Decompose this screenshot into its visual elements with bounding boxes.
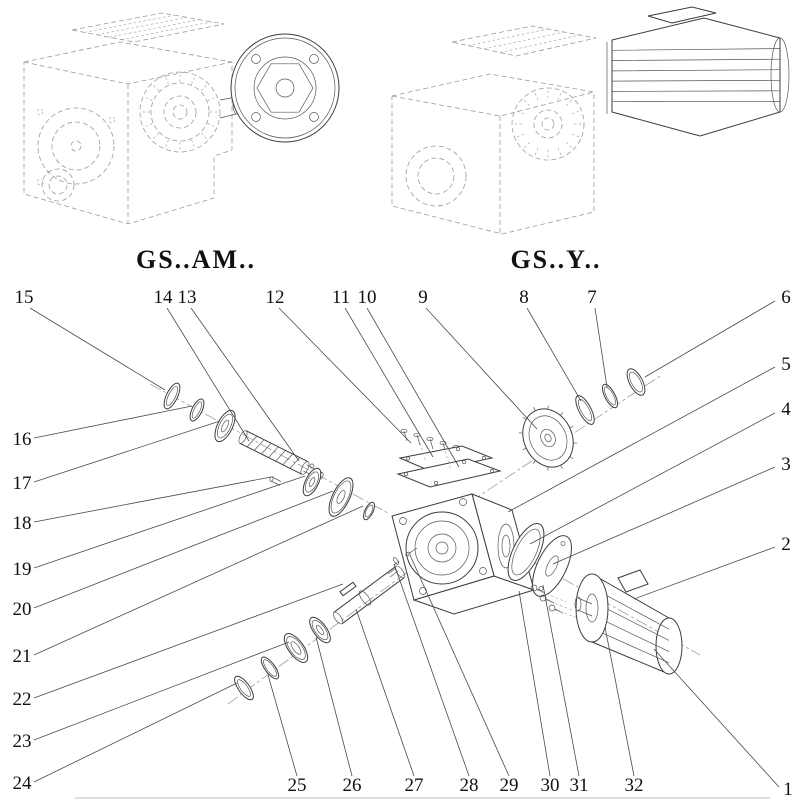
callout-27: 27 (405, 775, 424, 796)
part-snap-ring-25 (260, 656, 280, 680)
part-screws-12 (400, 428, 460, 458)
callout-13: 13 (178, 287, 197, 308)
variant-labels: GS..AM.. GS..Y.. (136, 245, 601, 274)
assembled-view-gs-y (391, 6, 790, 235)
part-ring-16 (189, 398, 205, 422)
motor-pinion (574, 596, 582, 612)
part-ring-8 (575, 395, 595, 425)
part-ring-6 (626, 368, 646, 396)
part-bearing-19 (302, 467, 322, 497)
spline-bore-y (511, 87, 585, 161)
callout-1: 1 (783, 779, 793, 800)
callout-25: 25 (288, 775, 307, 796)
electric-motor (606, 6, 790, 137)
callout-21: 21 (13, 646, 32, 667)
part-pin-28 (392, 557, 400, 566)
spline-bore (139, 71, 221, 153)
part-motor-assembly (574, 569, 683, 675)
callout-20: 20 (13, 599, 32, 620)
callout-14: 14 (154, 287, 174, 308)
callout-6: 6 (781, 287, 791, 308)
leader-lines (29, 300, 780, 788)
part-gasket-plate-10 (396, 442, 502, 488)
callout-5: 5 (781, 354, 791, 375)
part-washer-20 (328, 477, 354, 517)
part-bolts-3 (530, 584, 579, 619)
callout-24: 24 (13, 773, 33, 794)
callout-28: 28 (460, 775, 479, 796)
terminal-box (647, 6, 717, 24)
callout-29: 29 (500, 775, 519, 796)
part-cover-flange-30 (532, 535, 572, 597)
part-snap-ring-7 (601, 383, 619, 409)
callout-8: 8 (519, 287, 529, 308)
part-seal-23 (283, 633, 309, 663)
part-cover-plate-11 (398, 445, 494, 472)
motor-terminal-box (617, 569, 649, 593)
part-seal-ring-15 (163, 382, 181, 410)
part-ring-21 (362, 501, 376, 521)
callout-7: 7 (587, 287, 597, 308)
part-pin-18 (269, 476, 282, 486)
part-screw-29 (405, 547, 418, 557)
exploded-view (149, 368, 701, 705)
callout-19: 19 (13, 559, 32, 580)
part-bearing-17 (214, 409, 236, 443)
callout-17: 17 (13, 473, 32, 494)
callout-18: 18 (13, 513, 32, 534)
callout-32: 32 (625, 775, 644, 796)
callout-23: 23 (13, 731, 32, 752)
callout-15: 15 (15, 287, 34, 308)
callout-11: 11 (332, 287, 350, 308)
part-key-22 (339, 581, 357, 597)
part-gear-9 (518, 405, 578, 471)
callout-16: 16 (13, 429, 32, 450)
part-flange-ring-4 (507, 523, 545, 581)
variant-label-am: GS..AM.. (136, 245, 256, 274)
part-worm-shaft-14 (238, 430, 324, 480)
callout-4: 4 (781, 399, 791, 420)
part-bearing-26 (309, 616, 331, 644)
part-coupling-13 (309, 463, 315, 469)
variant-label-y: GS..Y.. (510, 245, 601, 274)
callout-31: 31 (570, 775, 589, 796)
callout-30: 30 (541, 775, 560, 796)
output-flange (230, 33, 340, 143)
callout-2: 2 (781, 534, 791, 555)
callout-9: 9 (418, 287, 428, 308)
callout-22: 22 (13, 689, 32, 710)
callout-26: 26 (343, 775, 362, 796)
callout-3: 3 (781, 454, 791, 475)
part-washer-24 (234, 675, 254, 701)
assembled-view-gs-am (23, 12, 340, 225)
callout-10: 10 (358, 287, 377, 308)
callout-numbers: 15 14 13 12 11 10 9 8 7 6 5 4 3 2 1 16 1… (13, 287, 793, 800)
callout-12: 12 (266, 287, 285, 308)
